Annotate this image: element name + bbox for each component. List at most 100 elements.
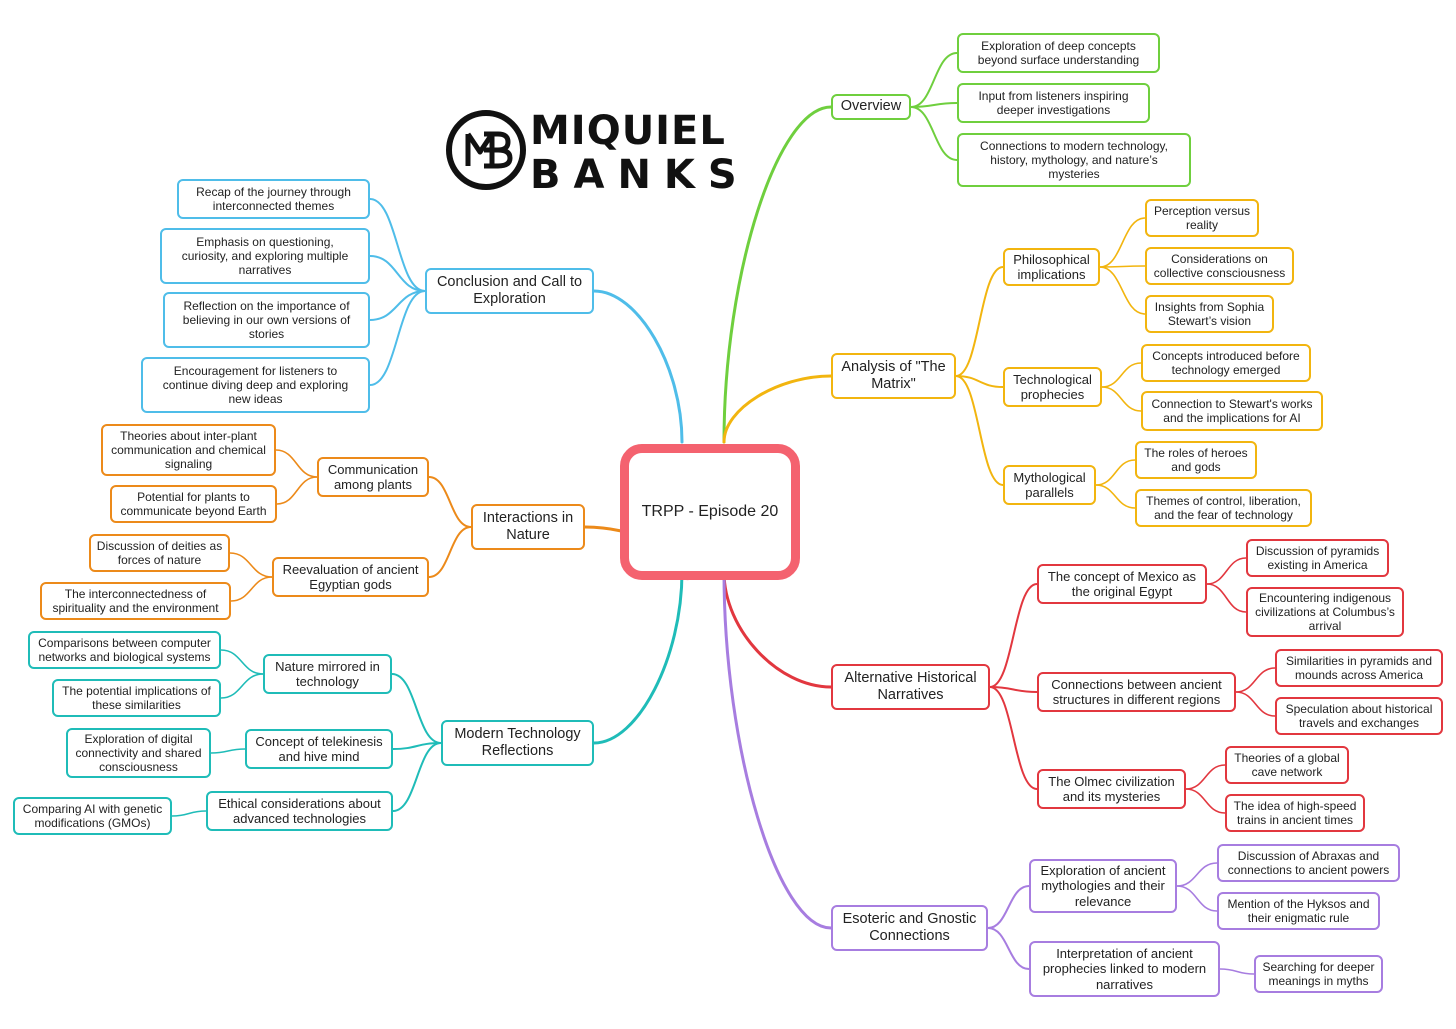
leaf-es-myth-2[interactable]: Mention of the Hyksos and their enigmati… xyxy=(1217,892,1380,930)
leaf-na-egypt-2[interactable]: The interconnectedness of spirituality a… xyxy=(40,582,231,620)
link-ov-1 xyxy=(910,52,958,108)
leaf-mx-myth-2[interactable]: Themes of control, liberation, and the f… xyxy=(1135,489,1312,527)
trunk-link-modtech xyxy=(592,570,684,745)
link-mx-myth-1 xyxy=(1095,459,1136,486)
subtopic-mt-mirror[interactable]: Nature mirrored in technology xyxy=(263,654,392,694)
subtopic-mt-ethic[interactable]: Ethical considerations about advanced te… xyxy=(206,791,393,831)
leaf-hi-struct-2[interactable]: Speculation about historical travels and… xyxy=(1275,697,1443,735)
link-na-egypt-1 xyxy=(229,552,273,578)
link-hi-mexico-1 xyxy=(1206,557,1247,585)
leaf-co-4[interactable]: Encouragement for listeners to continue … xyxy=(141,357,370,413)
logo-mark-icon xyxy=(446,110,526,190)
link-co-4 xyxy=(369,290,426,386)
subtopic-mt-tele[interactable]: Concept of telekinesis and hive mind xyxy=(245,729,393,769)
link-mx-philo-1 xyxy=(1099,217,1146,268)
leaf-na-egypt-1[interactable]: Discussion of deities as forces of natur… xyxy=(89,534,230,572)
subtopic-es-myth[interactable]: Exploration of ancient mythologies and t… xyxy=(1029,859,1177,913)
leaf-mx-tech-2[interactable]: Connection to Stewart's works and the im… xyxy=(1141,391,1323,431)
leaf-ov-1[interactable]: Exploration of deep concepts beyond surf… xyxy=(957,33,1160,73)
leaf-hi-struct-1[interactable]: Similarities in pyramids and mounds acro… xyxy=(1275,649,1443,687)
link-mt-mirror xyxy=(391,673,442,744)
subtopic-hi-olmec[interactable]: The Olmec civilization and its mysteries xyxy=(1037,769,1186,809)
link-co-1 xyxy=(369,198,426,292)
branch-esoteric[interactable]: Esoteric and Gnostic Connections xyxy=(831,905,988,951)
subtopic-na-egypt[interactable]: Reevaluation of ancient Egyptian gods xyxy=(272,557,429,597)
leaf-mx-philo-2[interactable]: Considerations on collective consciousne… xyxy=(1145,247,1294,285)
logo-wordmark-line2: BANKS xyxy=(530,152,750,198)
link-mx-tech-2 xyxy=(1101,386,1142,412)
link-co-3 xyxy=(369,290,426,321)
subtopic-es-proph[interactable]: Interpretation of ancient prophecies lin… xyxy=(1029,941,1220,997)
leaf-mx-philo-1[interactable]: Perception versus reality xyxy=(1145,199,1259,237)
leaf-mt-ethic-1[interactable]: Comparing AI with genetic modifications … xyxy=(13,797,172,835)
link-hi-struct-2 xyxy=(1235,691,1276,717)
link-ov-3 xyxy=(910,106,958,161)
leaf-mt-mirror-1[interactable]: Comparisons between computer networks an… xyxy=(28,631,221,669)
link-es-proph-1 xyxy=(1219,968,1255,975)
leaf-mt-tele-1[interactable]: Exploration of digital connectivity and … xyxy=(66,728,211,778)
link-na-egypt-2 xyxy=(230,576,273,602)
leaf-mx-myth-1[interactable]: The roles of heroes and gods xyxy=(1135,441,1257,479)
leaf-na-comm-1[interactable]: Theories about inter-plant communication… xyxy=(101,424,276,476)
branch-overview[interactable]: Overview xyxy=(831,94,911,120)
leaf-es-myth-1[interactable]: Discussion of Abraxas and connections to… xyxy=(1217,844,1400,882)
link-hi-mexico xyxy=(989,583,1038,688)
leaf-es-proph-1[interactable]: Searching for deeper meanings in myths xyxy=(1254,955,1383,993)
link-mt-tele-1 xyxy=(210,748,246,754)
leaf-co-1[interactable]: Recap of the journey through interconnec… xyxy=(177,179,370,219)
branch-conclusion[interactable]: Conclusion and Call to Exploration xyxy=(425,268,594,314)
link-mx-philo-3 xyxy=(1099,266,1146,315)
link-mt-mirror-1 xyxy=(220,649,264,675)
trunk-link-esoteric xyxy=(722,570,833,930)
subtopic-mx-myth[interactable]: Mythological parallels xyxy=(1003,465,1096,505)
leaf-hi-olmec-2[interactable]: The idea of high-speed trains in ancient… xyxy=(1225,794,1365,832)
link-na-comm xyxy=(428,476,472,528)
link-na-egypt xyxy=(428,526,472,578)
leaf-mt-mirror-2[interactable]: The potential implications of these simi… xyxy=(52,679,221,717)
leaf-co-2[interactable]: Emphasis on questioning, curiosity, and … xyxy=(160,228,370,284)
leaf-mx-tech-1[interactable]: Concepts introduced before technology em… xyxy=(1141,344,1311,382)
subtopic-na-comm[interactable]: Communication among plants xyxy=(317,457,429,497)
branch-history[interactable]: Alternative Historical Narratives xyxy=(831,664,990,710)
subtopic-mx-philo[interactable]: Philosophical implications xyxy=(1003,248,1100,286)
link-mt-ethic-1 xyxy=(171,810,207,817)
link-mx-tech xyxy=(955,375,1004,388)
link-es-myth-1 xyxy=(1176,862,1218,887)
link-hi-olmec-1 xyxy=(1185,764,1226,790)
leaf-hi-olmec-1[interactable]: Theories of a global cave network xyxy=(1225,746,1349,784)
leaf-ov-2[interactable]: Input from listeners inspiring deeper in… xyxy=(957,83,1150,123)
link-ov-2 xyxy=(910,102,958,108)
link-hi-mexico-2 xyxy=(1206,583,1247,613)
branch-nature[interactable]: Interactions in Nature xyxy=(471,504,585,550)
leaf-hi-mexico-2[interactable]: Encountering indigenous civilizations at… xyxy=(1246,587,1404,637)
subtopic-hi-struct[interactable]: Connections between ancient structures i… xyxy=(1037,672,1236,712)
link-hi-olmec xyxy=(989,686,1038,790)
leaf-co-3[interactable]: Reflection on the importance of believin… xyxy=(163,292,370,348)
subtopic-mx-tech[interactable]: Technological prophecies xyxy=(1003,367,1102,407)
link-es-myth-2 xyxy=(1176,885,1218,912)
logo-wordmark-line1: MIQUIEL xyxy=(530,108,726,154)
branch-matrix[interactable]: Analysis of "The Matrix" xyxy=(831,353,956,399)
leaf-ov-3[interactable]: Connections to modern technology, histor… xyxy=(957,133,1191,187)
link-hi-struct xyxy=(989,686,1038,693)
trunk-link-history xyxy=(722,570,833,689)
link-mt-ethic xyxy=(392,742,442,812)
link-co-2 xyxy=(369,255,426,292)
center-node-title[interactable]: TRPP - Episode 20 xyxy=(620,444,800,580)
trunk-link-conclusion xyxy=(592,289,684,444)
leaf-hi-mexico-1[interactable]: Discussion of pyramids existing in Ameri… xyxy=(1246,539,1389,577)
link-es-proph xyxy=(987,927,1030,970)
link-hi-olmec-2 xyxy=(1185,788,1226,814)
branch-modtech[interactable]: Modern Technology Reflections xyxy=(441,720,594,766)
trunk-link-matrix xyxy=(722,374,833,444)
link-na-comm-2 xyxy=(276,476,318,505)
leaf-na-comm-2[interactable]: Potential for plants to communicate beyo… xyxy=(110,485,277,523)
link-mx-myth xyxy=(955,375,1004,486)
link-mx-philo-2 xyxy=(1099,265,1146,268)
subtopic-hi-mexico[interactable]: The concept of Mexico as the original Eg… xyxy=(1037,564,1207,604)
link-na-comm-1 xyxy=(275,449,318,478)
link-mx-myth-2 xyxy=(1095,484,1136,509)
leaf-mx-philo-3[interactable]: Insights from Sophia Stewart’s vision xyxy=(1145,295,1274,333)
